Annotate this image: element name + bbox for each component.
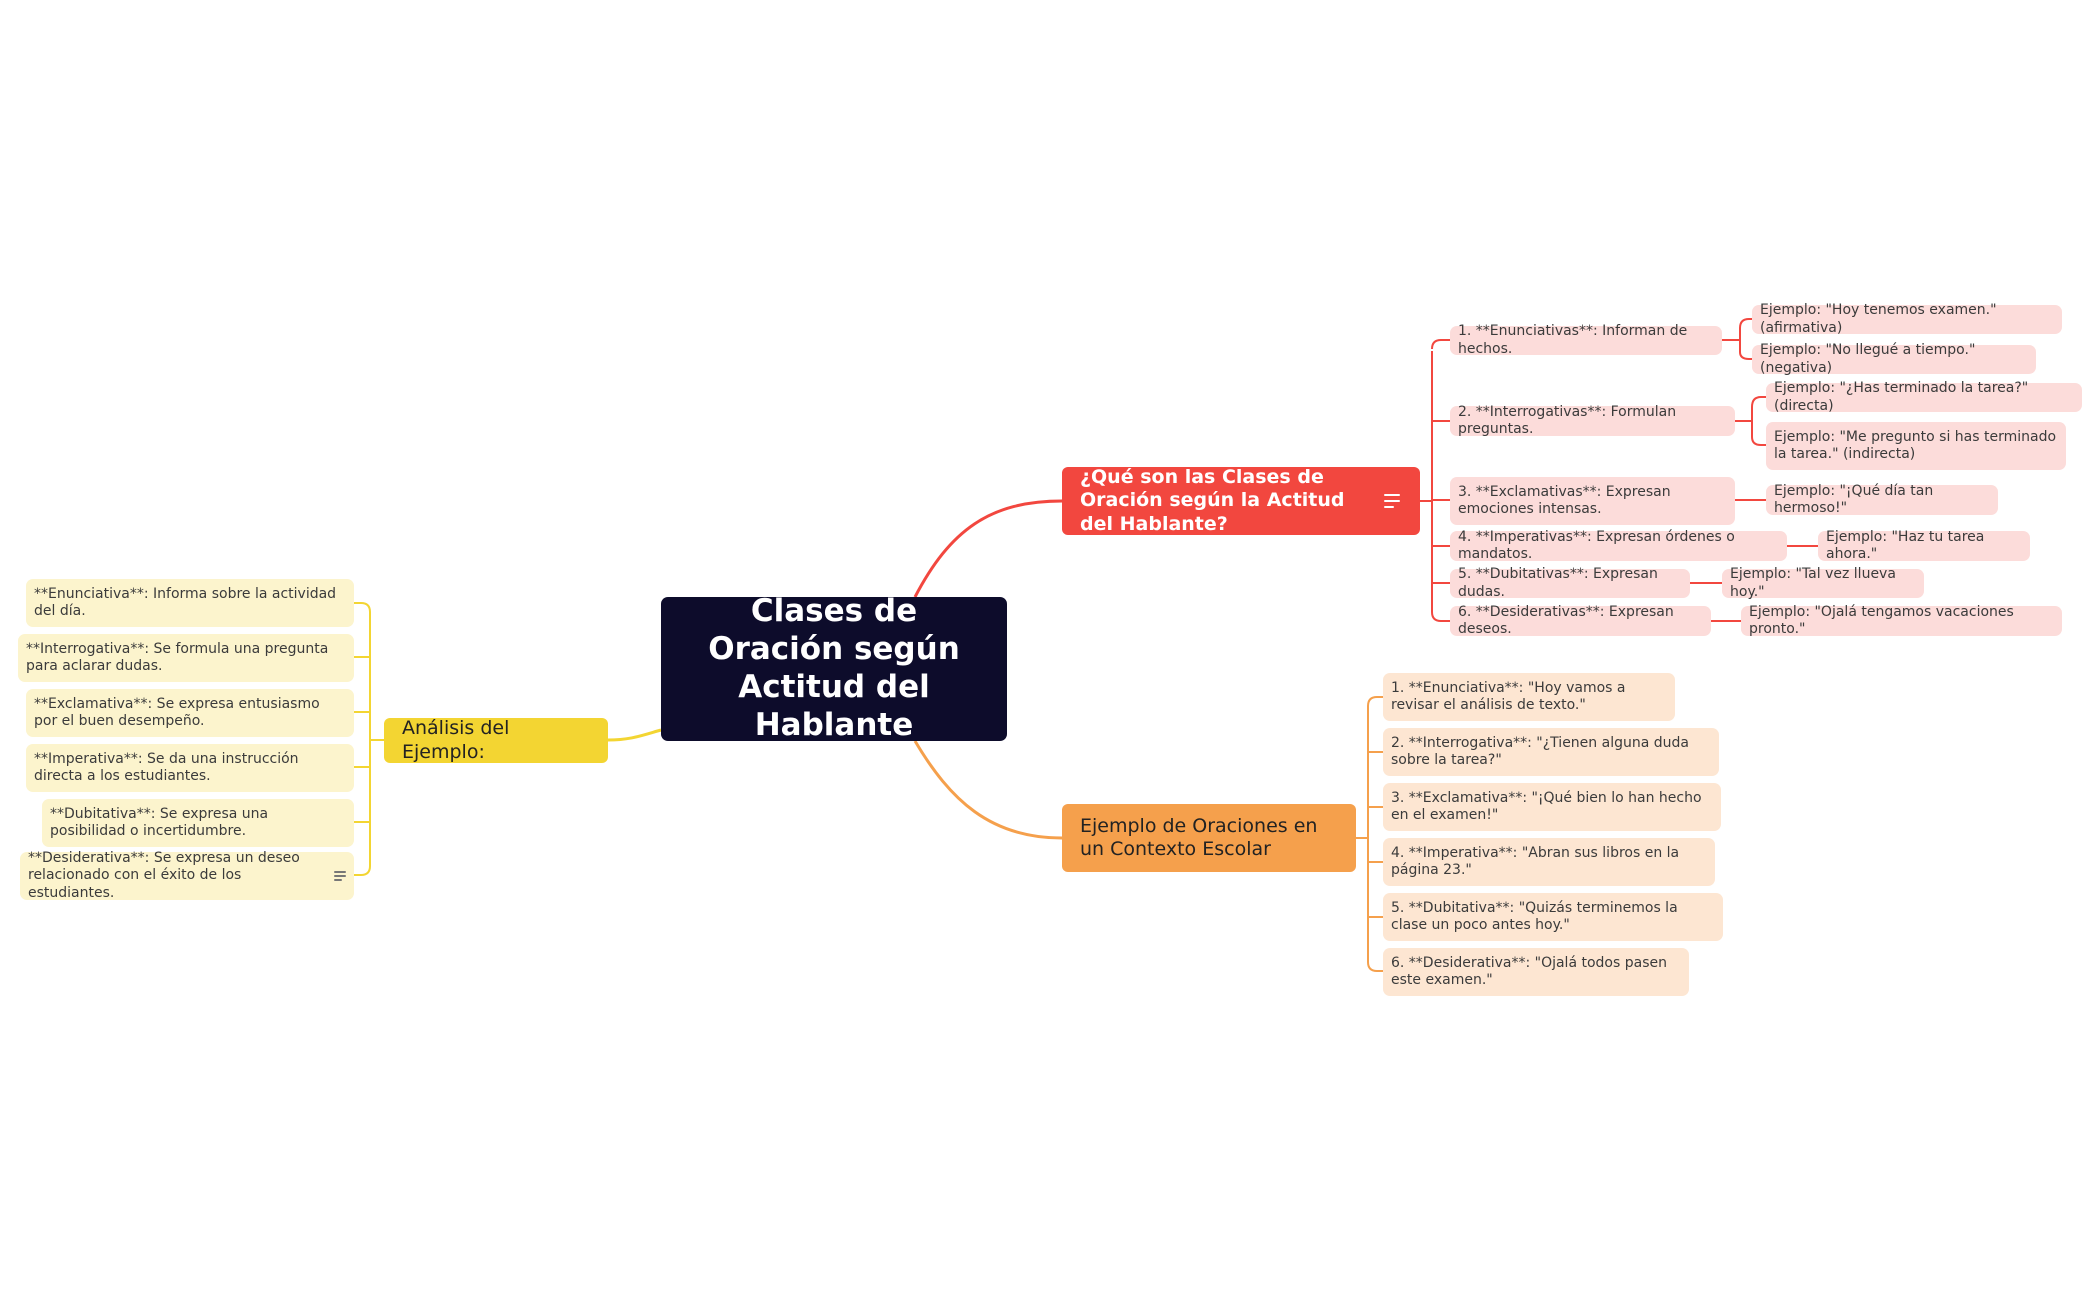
connector-item-1 <box>1431 339 1450 350</box>
definition-item-1[interactable]: 1. **Enunciativas**: Informan de hechos. <box>1450 323 1722 357</box>
definition-example[interactable]: Ejemplo: "Haz tu tarea ahora." <box>1818 528 2030 562</box>
analysis-item-label: **Dubitativa**: Se expresa una posibilid… <box>50 805 269 839</box>
connector-definition-spine <box>1420 351 1450 622</box>
definition-example-label: Ejemplo: "¡Qué día tan hermoso!" <box>1774 482 1934 516</box>
connector-school-spine <box>1356 696 1383 972</box>
definition-example-label: Ejemplo: "Tal vez llueva hoy." <box>1730 566 1896 600</box>
connector-root-definition <box>913 499 1063 598</box>
analysis-item-label: **Enunciativa**: Informa sobre la activi… <box>34 585 337 619</box>
definition-example-label: Ejemplo: "No llegué a tiempo." (negativa… <box>1760 342 1976 376</box>
analysis-item-label: **Imperativa**: Se da una instrucción di… <box>34 750 299 784</box>
definition-item-label: 2. **Interrogativas**: Formulan pregunta… <box>1458 403 1677 437</box>
analysis-item[interactable]: **Enunciativa**: Informa sobre la activi… <box>26 579 354 627</box>
branch-definition-title: ¿Qué son las Clases de Oración según la … <box>1080 466 1345 535</box>
analysis-item-label: **Exclamativa**: Se expresa entusiasmo p… <box>34 695 320 729</box>
analysis-item-label: **Desiderativa**: Se expresa un deseo re… <box>28 850 300 901</box>
definition-item-label: 4. **Imperativas**: Expresan órdenes o m… <box>1458 528 1735 562</box>
definition-item-label: 3. **Exclamativas**: Expresan emociones … <box>1458 483 1671 517</box>
definition-example-label: Ejemplo: "¿Has terminado la tarea?" (dir… <box>1774 380 2029 414</box>
analysis-item[interactable]: **Dubitativa**: Se expresa una posibilid… <box>42 799 354 847</box>
school-example[interactable]: 3. **Exclamativa**: "¡Qué bien lo han he… <box>1383 783 1721 831</box>
school-example[interactable]: 5. **Dubitativa**: "Quizás terminemos la… <box>1383 893 1723 941</box>
analysis-item[interactable]: **Desiderativa**: Se expresa un deseo re… <box>20 850 354 901</box>
notes-icon[interactable] <box>334 871 346 881</box>
school-example-label: 3. **Exclamativa**: "¡Qué bien lo han he… <box>1391 789 1702 823</box>
connector-analysis-spine <box>354 602 384 876</box>
definition-example-label: Ejemplo: "Hoy tenemos examen." (afirmati… <box>1760 302 1997 336</box>
branch-analysis[interactable]: Análisis del Ejemplo: <box>384 717 608 763</box>
definition-example[interactable]: Ejemplo: "¿Has terminado la tarea?" (dir… <box>1766 380 2082 414</box>
definition-item-2[interactable]: 2. **Interrogativas**: Formulan pregunta… <box>1450 403 1735 437</box>
definition-item-label: 5. **Dubitativas**: Expresan dudas. <box>1458 566 1658 600</box>
definition-item-label: 1. **Enunciativas**: Informan de hechos. <box>1458 323 1688 357</box>
definition-example-label: Ejemplo: "Haz tu tarea ahora." <box>1826 528 1985 562</box>
definition-example[interactable]: Ejemplo: "Tal vez llueva hoy." <box>1722 566 1924 600</box>
connector-ex-1 <box>1722 318 1752 360</box>
branch-school-examples[interactable]: Ejemplo de Oraciones en un Contexto Esco… <box>1062 804 1356 872</box>
school-example-label: 2. **Interrogativa**: "¿Tienen alguna du… <box>1391 734 1689 768</box>
school-example[interactable]: 6. **Desiderativa**: "Ojalá todos pasen … <box>1383 948 1689 996</box>
branch-definition[interactable]: ¿Qué son las Clases de Oración según la … <box>1062 466 1420 535</box>
analysis-item[interactable]: **Interrogativa**: Se formula una pregun… <box>18 634 354 682</box>
definition-item-6[interactable]: 6. **Desiderativas**: Expresan deseos. <box>1450 603 1711 637</box>
connector-root-analysis <box>607 728 662 742</box>
school-example-label: 1. **Enunciativa**: "Hoy vamos a revisar… <box>1391 679 1626 713</box>
root-topic[interactable]: Clases de Oración según Actitud del Habl… <box>661 593 1007 743</box>
school-example[interactable]: 2. **Interrogativa**: "¿Tienen alguna du… <box>1383 728 1719 776</box>
definition-example-label: Ejemplo: "Ojalá tengamos vacaciones pron… <box>1749 603 2014 637</box>
root-topic-title: Clases de Oración según Actitud del Habl… <box>708 593 960 743</box>
school-example-label: 6. **Desiderativa**: "Ojalá todos pasen … <box>1391 954 1667 988</box>
school-example[interactable]: 1. **Enunciativa**: "Hoy vamos a revisar… <box>1383 673 1675 721</box>
definition-item-5[interactable]: 5. **Dubitativas**: Expresan dudas. <box>1450 566 1690 600</box>
definition-example[interactable]: Ejemplo: "¡Qué día tan hermoso!" <box>1766 482 1998 516</box>
school-example[interactable]: 4. **Imperativa**: "Abran sus libros en … <box>1383 838 1715 886</box>
analysis-item[interactable]: **Imperativa**: Se da una instrucción di… <box>26 744 354 792</box>
school-example-label: 4. **Imperativa**: "Abran sus libros en … <box>1391 844 1680 878</box>
definition-item-4[interactable]: 4. **Imperativas**: Expresan órdenes o m… <box>1450 528 1787 562</box>
connector-ex-2 <box>1735 396 1766 446</box>
school-example-label: 5. **Dubitativa**: "Quizás terminemos la… <box>1391 899 1678 933</box>
branch-analysis-title: Análisis del Ejemplo: <box>402 717 510 763</box>
definition-item-3[interactable]: 3. **Exclamativas**: Expresan emociones … <box>1450 477 1735 525</box>
branch-school-title: Ejemplo de Oraciones en un Contexto Esco… <box>1080 814 1318 860</box>
definition-example[interactable]: Ejemplo: "No llegué a tiempo." (negativa… <box>1752 342 2036 376</box>
analysis-item-label: **Interrogativa**: Se formula una pregun… <box>26 640 329 674</box>
notes-icon[interactable] <box>1384 494 1400 508</box>
analysis-item[interactable]: **Exclamativa**: Se expresa entusiasmo p… <box>26 689 354 737</box>
connector-root-school <box>913 740 1063 840</box>
definition-example[interactable]: Ejemplo: "Ojalá tengamos vacaciones pron… <box>1741 603 2062 637</box>
definition-example[interactable]: Ejemplo: "Hoy tenemos examen." (afirmati… <box>1752 302 2062 336</box>
definition-example-label: Ejemplo: "Me pregunto si has terminado l… <box>1774 428 2057 462</box>
definition-item-label: 6. **Desiderativas**: Expresan deseos. <box>1458 603 1674 637</box>
definition-example[interactable]: Ejemplo: "Me pregunto si has terminado l… <box>1766 422 2066 470</box>
